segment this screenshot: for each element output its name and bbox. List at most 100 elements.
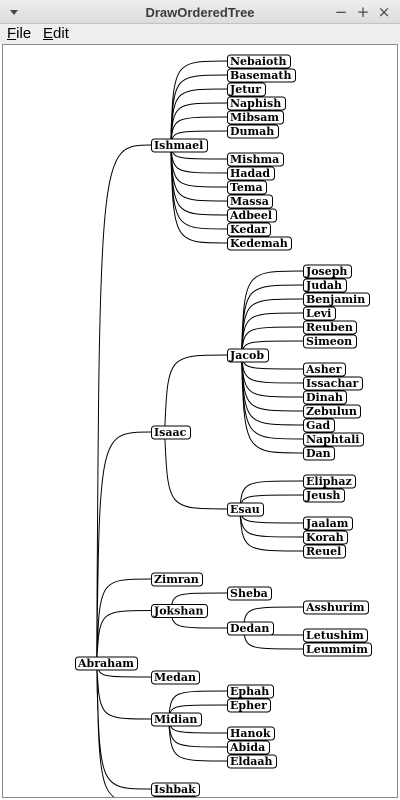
tree-node-dinah[interactable]: Dinah [303,390,347,405]
node-label: Eliphaz [306,475,352,488]
tree-node-kedar[interactable]: Kedar [227,222,271,237]
edge-ishmael-mibsam [170,116,228,146]
node-box [227,124,279,139]
tree-node-zimran[interactable]: Zimran [151,572,203,587]
edge-midian-ephah [168,690,228,720]
tree-node-naphish[interactable]: Naphish [227,96,286,111]
tree-node-isaac[interactable]: Isaac [151,425,191,440]
tree-node-issachar[interactable]: Issachar [303,376,363,391]
edge-jacob-dan [240,354,304,454]
edge-abraham-zimran [96,578,152,664]
tree-node-adbeel[interactable]: Adbeel [227,208,277,223]
tree-node-zebulun[interactable]: Zebulun [303,404,361,419]
title-bar[interactable]: DrawOrderedTree − + × [0,0,400,24]
tree-node-epher[interactable]: Epher [227,698,271,713]
tree-node-benjamin[interactable]: Benjamin [303,292,370,307]
tree-node-eliphaz[interactable]: Eliphaz [303,474,356,489]
node-label: Korah [306,531,344,544]
tree-node-ephah[interactable]: Ephah [227,684,274,699]
tree-node-dumah[interactable]: Dumah [227,124,279,139]
node-box [303,600,369,615]
tree-node-basemath[interactable]: Basemath [227,68,296,83]
edge-abraham-ishmael [96,144,152,664]
tree-node-dan[interactable]: Dan [303,446,335,461]
tree-node-jokshan[interactable]: Jokshan [151,604,208,618]
tree-node-tema[interactable]: Tema [227,180,267,195]
node-label: Epher [230,699,267,712]
tree-node-midian[interactable]: Midian [151,712,202,727]
window-menu-icon[interactable] [9,7,19,17]
tree-node-naphtali[interactable]: Naphtali [303,432,364,447]
tree-node-levi[interactable]: Levi [303,306,336,321]
node-box [227,194,273,209]
node-label: Ishbak [154,783,196,796]
node-box [303,404,361,419]
tree-node-medan[interactable]: Medan [151,670,200,685]
tree-node-reuel[interactable]: Reuel [303,544,346,559]
menu-file[interactable]: File [7,25,31,42]
node-box [151,425,191,440]
node-box [227,502,264,517]
tree-node-sheba[interactable]: Sheba [227,586,272,601]
node-box [227,621,274,636]
node-box [303,264,352,279]
node-box [303,544,346,559]
tree-node-hanok[interactable]: Hanok [227,726,275,741]
tree-node-dedan[interactable]: Dedan [227,621,274,636]
node-box [151,572,203,587]
node-label: Joseph [305,265,347,278]
node-label: Asshurim [305,601,365,614]
menu-edit[interactable]: Edit [43,25,69,42]
node-box [227,754,277,769]
menu-file-label: ile [16,25,32,42]
edge-esau-reuel [239,508,304,552]
tree-node-jetur[interactable]: Jetur [227,82,266,97]
tree-node-hadad[interactable]: Hadad [227,166,275,181]
tree-node-letushim[interactable]: Letushim [303,628,368,643]
tree-node-nebaioth[interactable]: Nebaioth [227,54,291,69]
node-label: Hanok [230,727,271,740]
node-label: Dumah [230,125,274,138]
menu-bar: File Edit [0,24,400,44]
tree-node-mibsam[interactable]: Mibsam [227,110,284,125]
node-box [75,656,138,671]
tree-node-ishbak[interactable]: Ishbak [151,782,200,797]
tree-node-mishma[interactable]: Mishma [227,152,284,167]
tree-node-abida[interactable]: Abida [227,740,270,755]
node-box [227,68,296,83]
node-label: Nebaioth [230,55,286,68]
edge-abraham-shuah [96,662,115,797]
tree-node-joseph[interactable]: Joseph [303,264,352,279]
node-box [303,628,368,643]
node-label: Kedemah [230,237,288,250]
tree-node-esau[interactable]: Esau [227,502,264,517]
node-box [227,110,284,125]
tree-node-simeon[interactable]: Simeon [303,334,357,349]
minimize-button[interactable]: − [334,3,348,21]
tree-node-jacob[interactable]: Jacob [227,348,269,363]
tree-node-asher[interactable]: Asher [303,362,346,377]
tree-node-jaalam[interactable]: Jaalam [303,516,353,531]
node-box [227,698,271,713]
node-box [303,306,336,321]
tree-node-jeush[interactable]: Jeush [303,488,345,503]
tree-node-korah[interactable]: Korah [303,530,348,545]
edge-jacob-levi [240,312,304,356]
close-button[interactable]: × [377,3,391,21]
tree-node-judah[interactable]: Judah [303,278,347,293]
tree-node-leummim[interactable]: Leummim [303,642,372,657]
tree-node-gad[interactable]: Gad [303,418,335,433]
node-box [303,390,347,405]
tree-node-reuben[interactable]: Reuben [303,320,357,335]
maximize-button[interactable]: + [356,3,370,21]
tree-node-ishmael[interactable]: Ishmael [151,138,208,153]
node-box [303,362,346,377]
tree-node-abraham[interactable]: Abraham [75,656,138,671]
edge-ishmael-adbeel [170,144,228,216]
tree-node-massa[interactable]: Massa [227,194,273,209]
tree-node-asshurim[interactable]: Asshurim [303,600,369,615]
tree-edges [96,60,304,797]
tree-node-eldaah[interactable]: Eldaah [227,754,277,769]
tree-node-kedemah[interactable]: Kedemah [227,236,292,251]
